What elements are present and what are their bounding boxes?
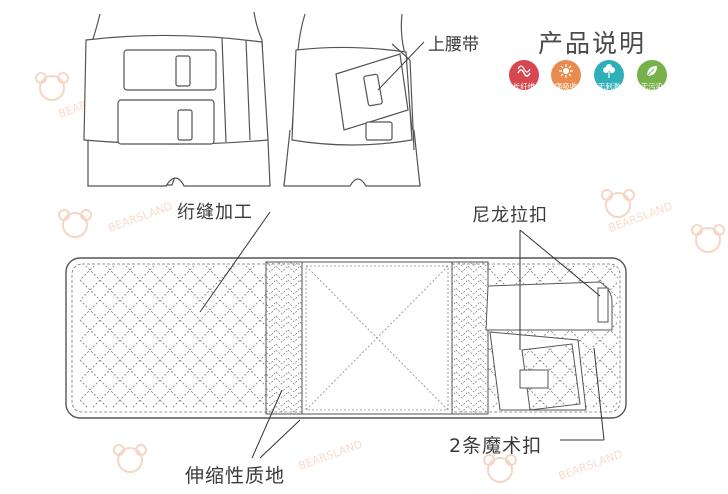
elastic-panel-right bbox=[451, 261, 489, 415]
watermark-text: BEARSLAND bbox=[107, 200, 175, 235]
feature-label: 强吸收 bbox=[554, 82, 578, 91]
nylon-buckle bbox=[485, 281, 613, 331]
magic-strips-label: 2条魔术扣 bbox=[449, 435, 543, 457]
feature-no-irritation: 无刺激 bbox=[594, 60, 624, 91]
pointer-lines bbox=[199, 211, 605, 459]
upper-belt-label: 上腰带 bbox=[428, 35, 479, 55]
elastic-label: 伸缩性质地 bbox=[185, 465, 286, 487]
leaf-icon bbox=[646, 66, 657, 77]
feature-label: 长纤维 bbox=[512, 82, 536, 91]
watermark-text: BEARSLAND bbox=[557, 448, 625, 483]
product-info-title: 产品说明 bbox=[538, 29, 647, 58]
fiber-icon bbox=[517, 65, 531, 77]
feature-no-pollution: 无污染 bbox=[637, 60, 667, 91]
elastic-panel-left bbox=[265, 261, 303, 415]
feature-label: 无污染 bbox=[640, 82, 664, 91]
feature-label: 无刺激 bbox=[597, 82, 621, 91]
watermark-text: BEARSLAND bbox=[297, 438, 365, 473]
belt-diagram bbox=[65, 257, 627, 419]
front-body-figure bbox=[83, 11, 271, 187]
feature-fiber: 长纤维 bbox=[509, 60, 539, 91]
cotton-icon bbox=[603, 64, 615, 78]
nylon-buckle-label: 尼龙拉扣 bbox=[472, 205, 548, 226]
quilted-left-panel bbox=[80, 266, 266, 408]
sewing-label: 绗缝加工 bbox=[177, 202, 253, 223]
sun-icon bbox=[559, 64, 573, 78]
upper-belt-pointer bbox=[377, 41, 425, 91]
side-body-figure bbox=[283, 13, 421, 187]
feature-absorb: 强吸收 bbox=[551, 60, 581, 91]
